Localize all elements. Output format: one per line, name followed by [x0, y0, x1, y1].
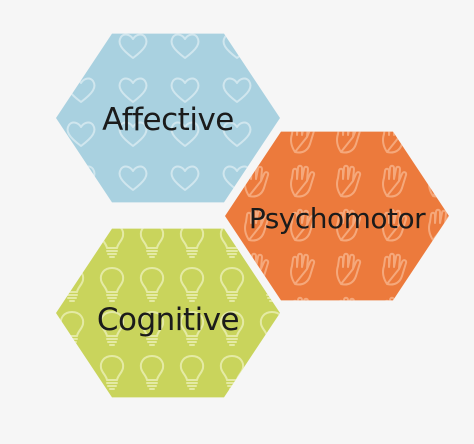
hexagon-affective-label: Affective [102, 102, 234, 138]
hand-pattern-icon [225, 131, 449, 301]
hexagon-affective: Affective [56, 33, 280, 203]
lightbulb-pattern-icon [56, 228, 280, 398]
heart-pattern-icon [56, 33, 280, 203]
hexagon-cognitive-label: Cognitive [97, 302, 239, 338]
hexagon-psychomotor-label: Psychomotor [249, 202, 426, 235]
hexagon-cognitive: Cognitive [56, 228, 280, 398]
hexagon-psychomotor: Psychomotor [225, 131, 449, 301]
